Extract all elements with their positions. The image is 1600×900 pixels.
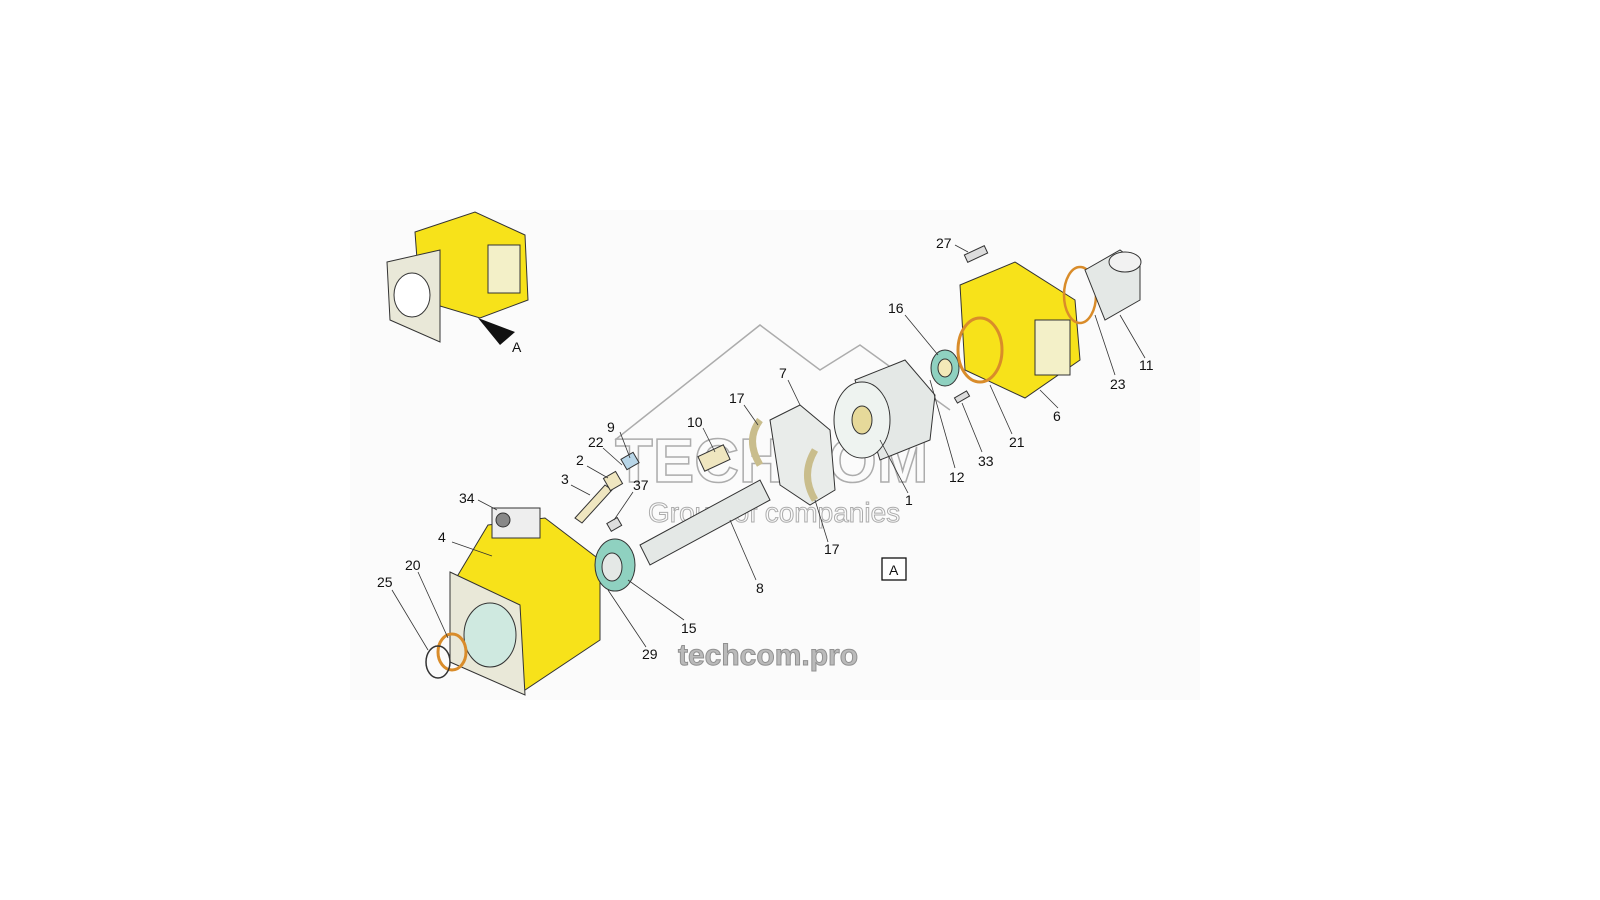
view-marker-a: A	[512, 339, 522, 355]
leader-lines	[391, 244, 1146, 651]
callout-17-bottom: 17	[824, 541, 840, 557]
callout-33: 33	[978, 453, 994, 469]
bearing-shell-17-bottom	[804, 448, 819, 502]
callout-2: 2	[576, 452, 584, 468]
callout-10: 10	[687, 414, 703, 430]
part-9	[620, 451, 640, 471]
callout-7: 7	[779, 365, 787, 381]
callout-11: 11	[1139, 357, 1154, 373]
assembled-pump-inset	[386, 211, 529, 345]
pin-33	[953, 390, 971, 404]
callout-1: 1	[905, 492, 913, 508]
callout-34: 34	[459, 490, 475, 506]
callout-9: 9	[607, 419, 615, 435]
drive-shaft-8	[639, 479, 771, 566]
watermark-site: techcom.pro	[678, 639, 858, 672]
filter-cartridge-11	[1084, 249, 1142, 321]
callout-labels: 27 16 23 11 6 21 33 12 1 7 17 10 9 22 2 …	[377, 235, 1154, 662]
callout-15: 15	[681, 620, 697, 636]
section-box-label: A	[889, 562, 899, 578]
callout-27: 27	[936, 235, 952, 251]
callout-17-top: 17	[729, 390, 745, 406]
callout-6: 6	[1053, 408, 1061, 424]
callout-20: 20	[405, 557, 421, 573]
callout-12: 12	[949, 469, 965, 485]
callout-29: 29	[642, 646, 658, 662]
callout-23: 23	[1110, 376, 1126, 392]
screw-27	[963, 245, 989, 263]
cylinder-block-1	[833, 359, 936, 461]
callout-37: 37	[633, 477, 649, 493]
o-ring-21	[956, 316, 1004, 384]
callout-22: 22	[588, 434, 604, 450]
callout-16: 16	[888, 300, 904, 316]
section-box	[881, 557, 907, 581]
pump-housing-front	[449, 507, 601, 696]
part-37	[606, 516, 623, 533]
snap-ring-25	[425, 645, 451, 679]
spring-10	[697, 444, 731, 472]
callout-4: 4	[438, 529, 446, 545]
callout-3: 3	[561, 471, 569, 487]
o-ring-20	[436, 632, 468, 672]
callout-8: 8	[756, 580, 764, 596]
part-2	[602, 470, 624, 492]
bearing-shell-17-top	[749, 417, 764, 467]
view-arrow-icon	[478, 318, 515, 345]
callout-25: 25	[377, 574, 393, 590]
port-plate-housing-6	[956, 261, 1081, 399]
callout-21: 21	[1009, 434, 1025, 450]
